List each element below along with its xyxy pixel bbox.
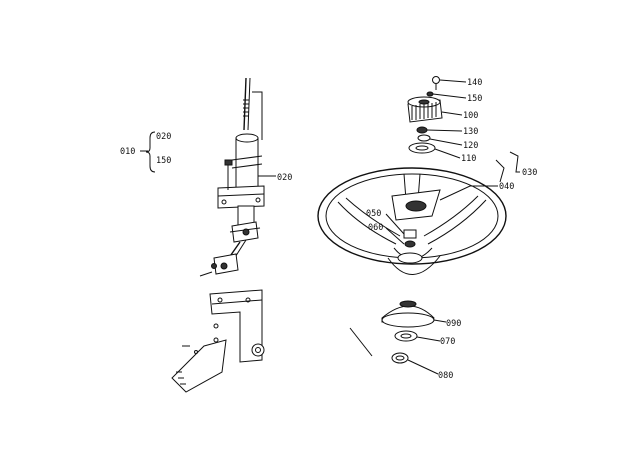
label-140: 140 [467, 78, 482, 88]
label-040: 040 [499, 182, 514, 192]
label-010: 010 [120, 147, 135, 157]
label-060: 060 [368, 223, 383, 233]
label-090: 090 [446, 319, 461, 329]
label-130: 130 [463, 127, 478, 137]
label-150: 150 [467, 94, 482, 104]
label-020-column: 020 [277, 173, 292, 183]
callouts-right: 140 150 100 130 120 110 030 040 050 060 … [366, 78, 537, 381]
steering-wheel-assembly [317, 76, 507, 364]
label-110: 110 [461, 154, 476, 164]
label-030: 030 [522, 168, 537, 178]
steering-column-assembly [171, 77, 265, 393]
callout-010-group: 010 020 150 [120, 131, 171, 173]
label-020-brace: 020 [156, 132, 171, 142]
label-120: 120 [463, 141, 478, 151]
label-080: 080 [438, 371, 453, 381]
label-150-brace: 150 [156, 156, 171, 166]
label-070: 070 [440, 337, 455, 347]
callout-020-column: 020 [258, 173, 292, 183]
label-100: 100 [463, 111, 478, 121]
label-050: 050 [366, 209, 381, 219]
